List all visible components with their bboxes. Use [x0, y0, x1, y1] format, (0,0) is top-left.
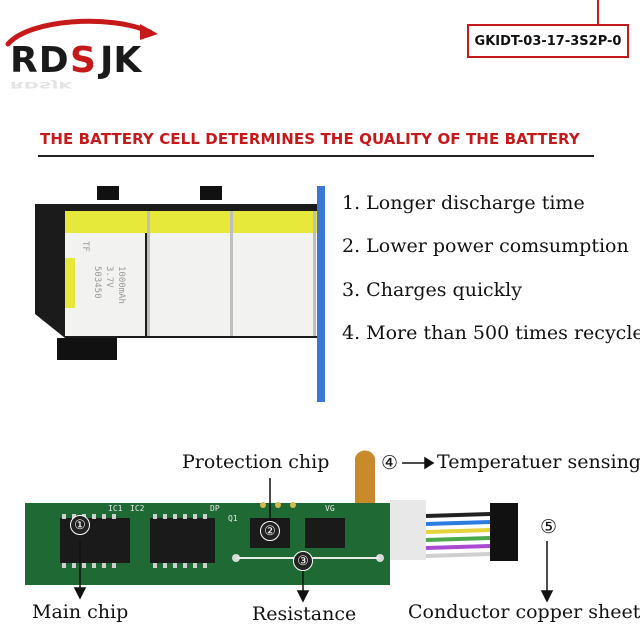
svg-text:S: S — [70, 40, 96, 81]
svg-text:JK: JK — [97, 40, 142, 81]
cell-capacity: 1000mAh — [116, 266, 126, 304]
protection-chip-label: Protection chip — [182, 451, 330, 473]
silk-ic2: IC2 — [130, 504, 145, 513]
feature-item-3: 3. Charges quickly — [342, 279, 522, 301]
connector-marker: ⑤ — [540, 516, 558, 538]
svg-text:RD: RD — [10, 40, 70, 81]
resistance-label: Resistance — [252, 603, 357, 625]
silk-dp: DP — [210, 504, 220, 513]
feature-item-1: 1. Longer discharge time — [342, 192, 585, 214]
silk-q1: Q1 — [228, 514, 238, 523]
cell-voltage: 3.7V — [104, 266, 114, 288]
headline-divider — [38, 155, 594, 157]
model-tag-line — [597, 0, 599, 24]
resistance-marker: ③ — [293, 551, 313, 571]
feature-item-2: 2. Lower power comsumption — [342, 235, 629, 257]
main-chip-marker: ① — [70, 515, 90, 535]
model-code-box: GKIDT-03-17-3S2P-0 — [467, 24, 629, 58]
svg-text:RDSJK: RDSJK — [10, 79, 74, 89]
protection-chip-marker: ② — [260, 521, 280, 541]
main-chip-label: Main chip — [32, 601, 129, 623]
model-code: GKIDT-03-17-3S2P-0 — [474, 33, 622, 49]
temperature-marker: ④ — [381, 452, 399, 474]
temperature-sensing-label: Temperatuer sensing — [437, 451, 640, 473]
silk-ic1: IC1 — [108, 504, 123, 513]
cell-model: 503450 — [92, 266, 102, 299]
conductor-copper-sheet-label: Conductor copper sheet — [408, 601, 640, 623]
cell-brand: TF — [80, 241, 90, 252]
headline: THE BATTERY CELL DETERMINES THE QUALITY … — [40, 130, 580, 148]
feature-item-4: 4. More than 500 times recycle — [342, 322, 640, 344]
brand-logo: RD S JK RDSJK — [5, 18, 158, 90]
battery-pack-image: TF 503450 3.7V 1000mAh — [35, 186, 325, 402]
silk-vg: VG — [325, 504, 335, 513]
